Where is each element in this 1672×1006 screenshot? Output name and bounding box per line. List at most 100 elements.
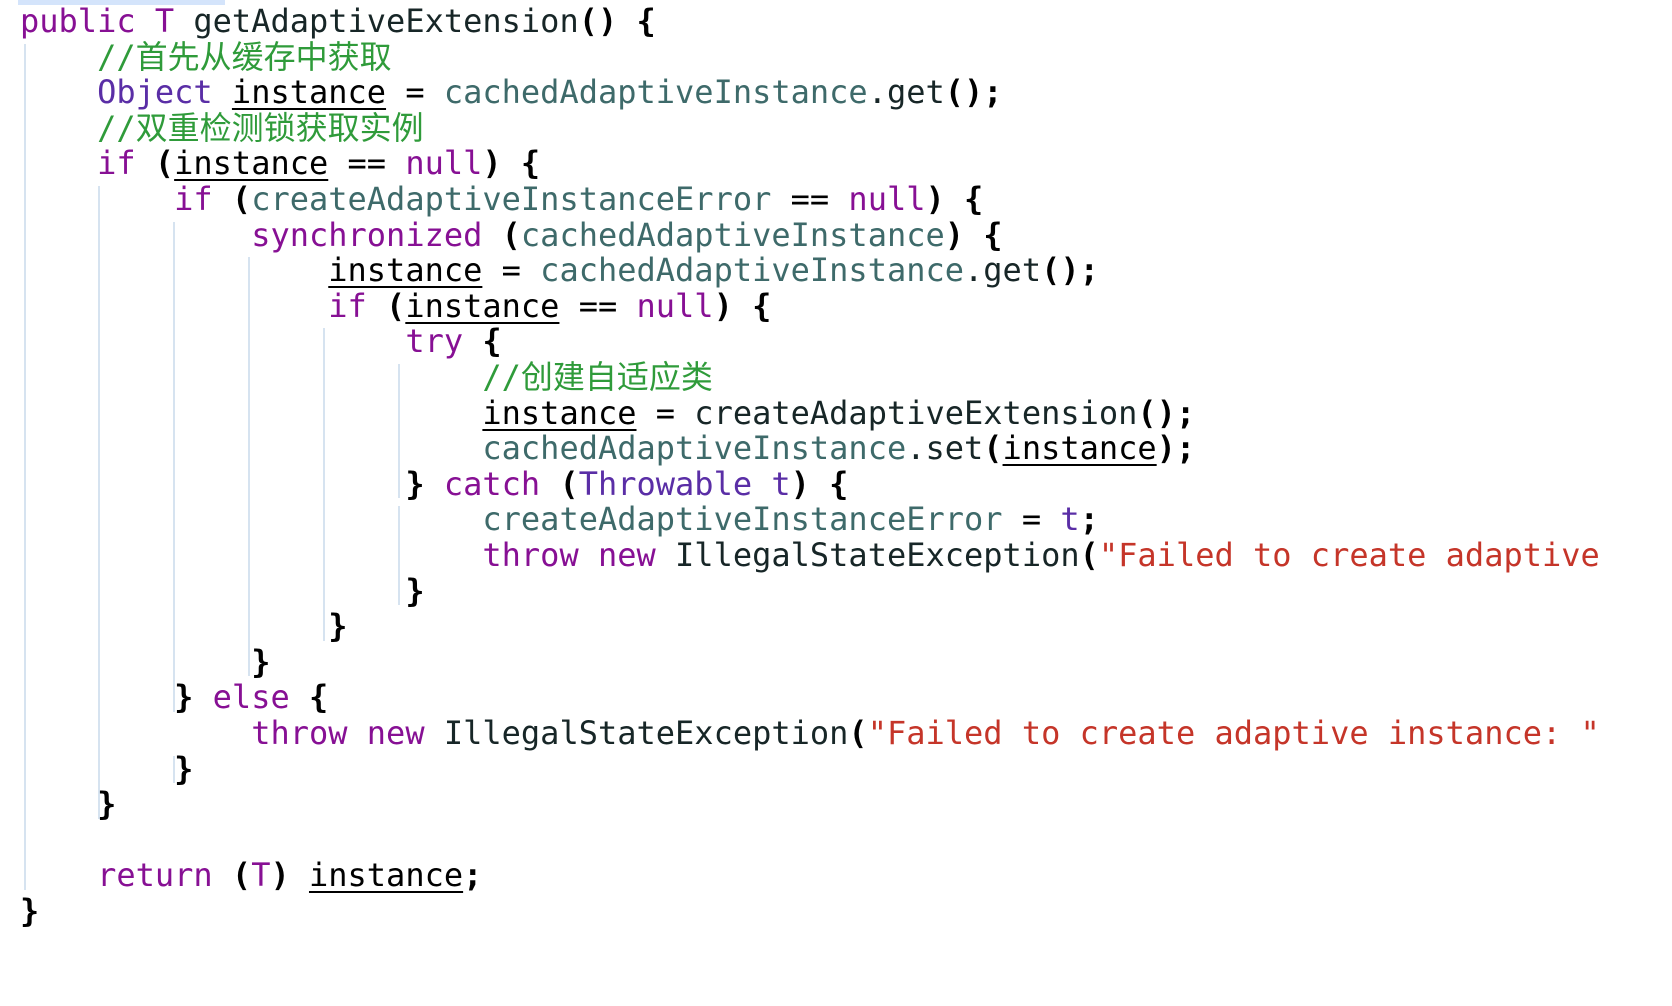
code-token — [20, 251, 328, 289]
code-token: t — [1060, 500, 1080, 539]
code-token: Throwable — [578, 464, 753, 503]
code-line: instance = cachedAdaptiveInstance.get(); — [20, 251, 1099, 291]
code-line: public T getAdaptiveExtension() { — [20, 2, 656, 42]
code-line: } — [20, 608, 347, 647]
code-token: ; — [1079, 500, 1099, 539]
code-token — [20, 144, 97, 182]
code-line: } catch (Throwable t) { — [20, 464, 848, 505]
code-token — [20, 678, 174, 716]
code-token: "Failed to create adaptive — [1098, 536, 1600, 574]
code-token — [20, 750, 174, 788]
code-token: ) { — [713, 286, 772, 325]
code-token — [213, 73, 232, 111]
code-line: } — [20, 643, 270, 683]
code-token: = — [482, 251, 541, 290]
code-token: ( — [135, 144, 175, 183]
code-token: .get — [867, 73, 945, 112]
code-token — [20, 785, 97, 823]
code-token: } — [174, 678, 194, 717]
code-token: ( — [1079, 536, 1099, 574]
code-token — [20, 536, 482, 574]
code-token: createAdaptiveInstanceError — [482, 500, 1003, 539]
code-line: if (instance == null) { — [20, 286, 772, 327]
code-token: == — [771, 180, 849, 218]
code-token: synchronized — [251, 215, 483, 254]
code-token: = — [636, 393, 695, 432]
code-token: (); — [944, 73, 1003, 112]
code-token: instance — [308, 856, 464, 895]
code-token: ( — [540, 464, 579, 503]
code-token — [20, 429, 482, 467]
indent-guide — [173, 221, 175, 712]
code-token — [193, 678, 212, 716]
code-token: T — [251, 856, 271, 895]
code-token: .get — [964, 251, 1042, 290]
code-token: ) — [270, 856, 309, 895]
code-token: = — [1002, 500, 1061, 539]
code-token: { — [463, 322, 502, 361]
code-token — [20, 500, 482, 538]
code-token — [20, 572, 405, 610]
code-token: if — [328, 286, 367, 325]
code-line: //创建自适应类 — [20, 359, 713, 398]
code-line: if (instance == null) { — [20, 146, 540, 184]
code-token: instance — [174, 144, 329, 183]
code-token: ( — [212, 180, 252, 218]
code-token: } — [20, 892, 40, 930]
code-token — [20, 216, 251, 254]
code-token: cachedAdaptiveInstance — [443, 73, 868, 112]
code-token: } — [405, 571, 425, 610]
code-token: createAdaptiveInstanceError — [251, 180, 772, 218]
code-token: public T — [20, 2, 194, 40]
code-token: } — [97, 785, 117, 824]
code-line: throw new IllegalStateException("Failed … — [20, 536, 1600, 576]
code-token: { — [289, 678, 329, 717]
code-line: //首先从缓存中获取 — [20, 37, 392, 78]
code-token: if — [174, 180, 213, 218]
code-token: cachedAdaptiveInstance — [520, 215, 945, 254]
code-token — [20, 287, 328, 325]
code-token — [20, 73, 97, 111]
code-token — [20, 643, 251, 681]
code-line: throw new IllegalStateException("Failed … — [20, 714, 1600, 754]
code-line: instance = createAdaptiveExtension(); — [20, 393, 1195, 434]
code-token: throw new — [251, 714, 425, 752]
code-token: ( — [848, 714, 868, 752]
code-token: ( — [482, 215, 521, 254]
code-token — [752, 465, 771, 503]
code-token: else — [212, 678, 290, 717]
code-token: == — [328, 144, 406, 183]
indent-guide — [398, 506, 400, 606]
code-line: } — [20, 571, 425, 612]
code-line: } — [20, 750, 193, 790]
code-token: ( — [983, 429, 1003, 468]
code-token — [425, 465, 444, 503]
code-token: null — [848, 180, 926, 218]
code-token: //首先从缓存中获取 — [20, 37, 392, 76]
code-line: Object instance = cachedAdaptiveInstance… — [20, 73, 1003, 113]
code-token: instance — [328, 251, 483, 290]
code-token: ); — [1156, 429, 1196, 468]
code-token: == — [559, 286, 637, 325]
code-token: null — [405, 144, 483, 183]
code-token: instance — [405, 286, 560, 325]
code-token: instance — [231, 73, 387, 112]
code-token — [425, 714, 444, 752]
code-token: getAdaptiveExtension — [193, 2, 579, 40]
code-token: IllegalStateException — [675, 536, 1080, 574]
code-token: instance — [1002, 429, 1157, 468]
code-line: } else { — [20, 680, 328, 718]
code-token: if — [97, 144, 136, 183]
code-token: t — [771, 464, 791, 503]
code-token: try — [405, 322, 464, 361]
indent-guide — [173, 755, 175, 784]
code-token: () { — [578, 2, 656, 40]
code-line: synchronized (cachedAdaptiveInstance) { — [20, 215, 1002, 256]
code-line: try { — [20, 322, 502, 362]
code-token: .set — [906, 429, 984, 468]
code-token — [656, 536, 675, 574]
code-token: cachedAdaptiveInstance — [482, 429, 907, 468]
code-token: //双重检测锁获取实例 — [20, 108, 424, 147]
